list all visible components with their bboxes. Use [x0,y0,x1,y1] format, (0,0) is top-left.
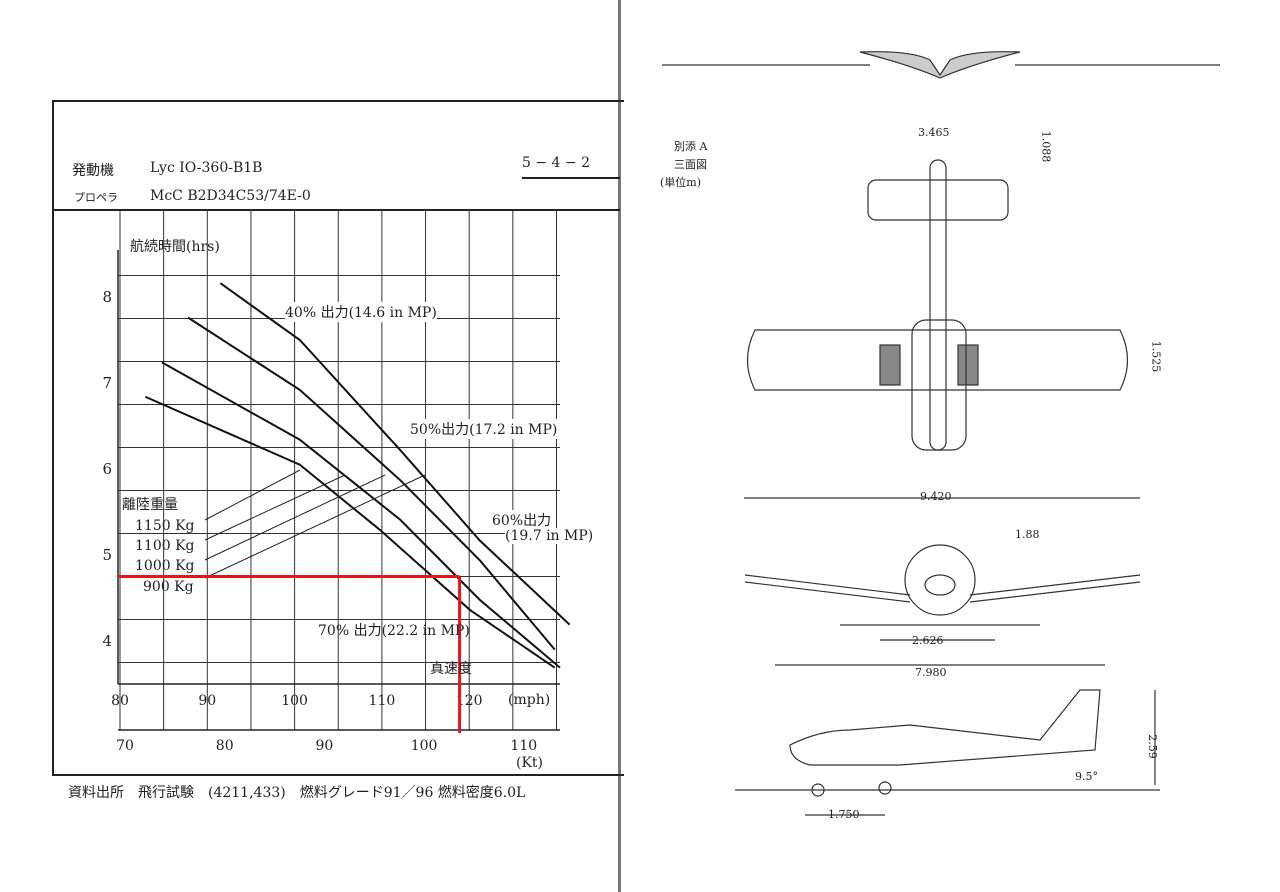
x-unit-kt: (Kt) [516,755,544,771]
weight-pointer-line [204,474,426,579]
series-line-2 [161,361,561,669]
x-unit-mph: (mph) [508,692,551,708]
dim-tail-chord: 1.088 [1039,130,1053,163]
weight-label-900: 900 Kg [143,579,194,595]
power-label-60: 60%出力 [492,510,552,530]
y-tick-label: 6 [102,460,112,478]
wings-emblem-icon [662,51,1220,79]
weight-pointer-line [204,474,386,561]
side-view [735,664,1160,816]
dim-prop-radius: 1.88 [1015,528,1040,541]
dim-height: 2.59 [1145,734,1159,759]
y-tick-label: 4 [102,632,112,650]
x-tick-label: 110 [369,693,396,709]
dim-span: 9.420 [920,490,952,503]
y-tick-label: 5 [102,546,112,564]
dim-wheelbase: 1.750 [828,808,860,821]
top-view [746,159,1129,451]
x-tick-label: 90 [198,693,216,709]
x2-tick-label: 110 [510,738,537,754]
chart-frame [52,100,624,776]
weight-label-1000: 1000 Kg [135,558,195,574]
power-label-70: 70% 出力(22.2 in MP) [318,623,470,639]
power-label-50: 50%出力(17.2 in MP) [410,419,558,439]
dim-tail-span: 3.465 [918,126,950,139]
x-axis-label: 真速度 [430,661,472,677]
propeller-value: McC B2D34C53/74E-0 [150,188,311,204]
dim-length: 7.980 [915,666,947,679]
weight-label-1150: 1150 Kg [135,518,195,534]
x2-tick-label: 80 [216,738,234,754]
series-line-1 [187,316,556,651]
weight-pointer-line [204,474,346,541]
endurance-chart: 80 90 100 110 120 70 80 90 100 110 4 5 6 7 8 [52,209,620,754]
power-label-40: 40% 出力(14.6 in MP) [285,302,437,322]
series-line-3 [144,395,556,669]
three-view-drawing [662,51,1220,816]
caption-three-view: 三面図 [674,158,707,171]
caption-unit: (単位m) [660,176,702,189]
y-axis-label: 航続時間(hrs) [130,239,220,255]
section-number: 5 − 4 − 2 [522,155,620,179]
engine-value: Lyc IO-360-B1B [150,160,263,176]
y-tick-label: 8 [102,288,112,306]
series-line-0 [219,282,571,626]
weight-pointer-line [204,469,301,521]
engine-label: 発動機 [72,163,114,179]
power-label-60-mp: (19.7 in MP) [505,528,594,544]
dim-angle: 9.5° [1075,770,1098,783]
weight-title: 離陸重量 [122,497,178,513]
caption-annex: 別添 A [674,140,708,153]
footer-source: 資料出所 飛行試験 (4211,433) 燃料グレード91／96 燃料密度6.0… [68,785,526,801]
x-tick-label: 100 [281,693,308,709]
dim-track: 2.626 [912,634,944,647]
page-divider [618,0,621,892]
dim-wing-chord: 1.525 [1149,340,1163,373]
x-tick-label: 80 [111,693,129,709]
x2-tick-label: 70 [116,738,134,754]
x2-tick-label: 90 [315,738,333,754]
propeller-label: プロペラ [74,191,118,204]
y-tick-label: 7 [102,374,112,392]
weight-label-1100: 1100 Kg [135,538,195,554]
x2-tick-label: 100 [411,738,438,754]
x-tick-label: 120 [456,693,483,709]
front-view [744,497,1141,641]
